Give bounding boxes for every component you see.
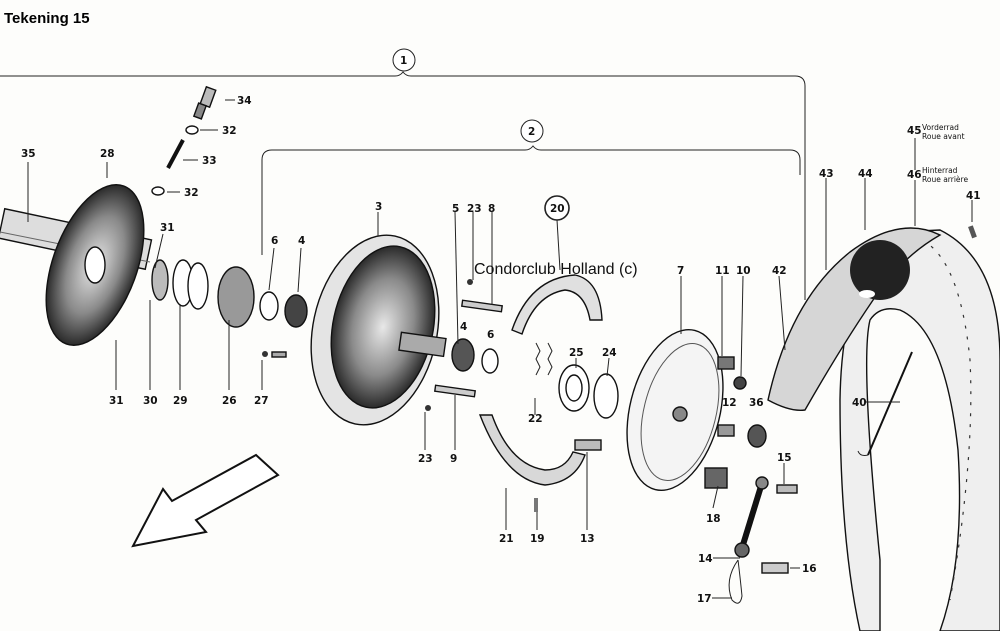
callout-21: 21 [499, 533, 514, 545]
callout-41: 41 [966, 190, 981, 202]
bracket-group-2: 2 [261, 119, 801, 255]
callout-24: 24 [602, 347, 617, 359]
watermark-text: Condorclub Holland (c) [474, 261, 638, 278]
callout-9: 9 [450, 453, 457, 465]
callout-42: 42 [772, 265, 787, 277]
callout-17: 17 [697, 593, 712, 605]
spoke-part [857, 351, 913, 456]
direction-arrow [131, 453, 280, 548]
mudguard-part [767, 227, 942, 411]
group-label-2: 2 [528, 126, 535, 138]
leader-lines [27, 99, 973, 599]
note-roue-arriere: Roue arrière [922, 175, 968, 184]
callout-10: 10 [736, 265, 751, 277]
callout-12: 12 [722, 397, 737, 409]
callout-14: 14 [698, 553, 713, 565]
callout-23a: 23 [467, 203, 482, 215]
cone-ring-parts [151, 259, 308, 358]
drawing-title: Tekening 15 [4, 10, 90, 27]
callout-30: 30 [143, 395, 158, 407]
callout-44: 44 [858, 168, 873, 180]
brake-shoes-part [478, 274, 619, 512]
callout-16: 16 [802, 563, 817, 575]
group-label-20-marker: 20 [544, 195, 570, 271]
bracket-group-1: 1 [0, 48, 806, 300]
callout-18: 18 [706, 513, 721, 525]
callout-23b: 23 [418, 453, 433, 465]
group-label-20: 20 [550, 203, 565, 215]
callout-6a: 6 [271, 235, 278, 247]
callout-22: 22 [528, 413, 543, 425]
note-roue-avant: Roue avant [922, 132, 965, 141]
callout-45: 45 [907, 125, 922, 137]
note-vorderrad: Vorderrad [922, 123, 959, 132]
callout-4a: 4 [298, 235, 305, 247]
callout-7: 7 [677, 265, 684, 277]
hub-drum-part [310, 234, 447, 426]
callout-labels: 34 32 33 32 35 28 31 31 30 29 26 27 6 4 … [21, 95, 981, 605]
callout-5: 5 [452, 203, 459, 215]
brake-plate-part [626, 328, 767, 492]
callout-13: 13 [580, 533, 595, 545]
callout-15: 15 [777, 452, 792, 464]
nipple-valve-parts [151, 85, 217, 196]
callout-32b: 32 [184, 187, 199, 199]
sprocket-disc-part [45, 184, 145, 346]
callout-32a: 32 [222, 125, 237, 137]
callout-35: 35 [21, 148, 36, 160]
brake-lever-part [728, 476, 798, 604]
callout-34: 34 [237, 95, 252, 107]
callout-29: 29 [173, 395, 188, 407]
callout-46: 46 [907, 169, 922, 181]
callout-3: 3 [375, 201, 382, 213]
callout-26: 26 [222, 395, 237, 407]
callout-8: 8 [488, 203, 495, 215]
axle-bolts-parts [425, 279, 504, 411]
callout-6b: 6 [487, 329, 494, 341]
note-hinterrad: Hinterrad [922, 166, 958, 175]
callout-4b: 4 [460, 321, 467, 333]
callout-19: 19 [530, 533, 545, 545]
wheel-rim-part [839, 229, 1000, 631]
callout-28: 28 [100, 148, 115, 160]
valve-small-part [968, 225, 977, 239]
callout-33: 33 [202, 155, 217, 167]
callout-25: 25 [569, 347, 584, 359]
callout-40: 40 [852, 397, 867, 409]
group-label-1: 1 [400, 55, 407, 67]
callout-27: 27 [254, 395, 269, 407]
callout-36: 36 [749, 397, 764, 409]
callout-43: 43 [819, 168, 834, 180]
callout-31a: 31 [160, 222, 175, 234]
callout-11: 11 [715, 265, 730, 277]
callout-31b: 31 [109, 395, 124, 407]
